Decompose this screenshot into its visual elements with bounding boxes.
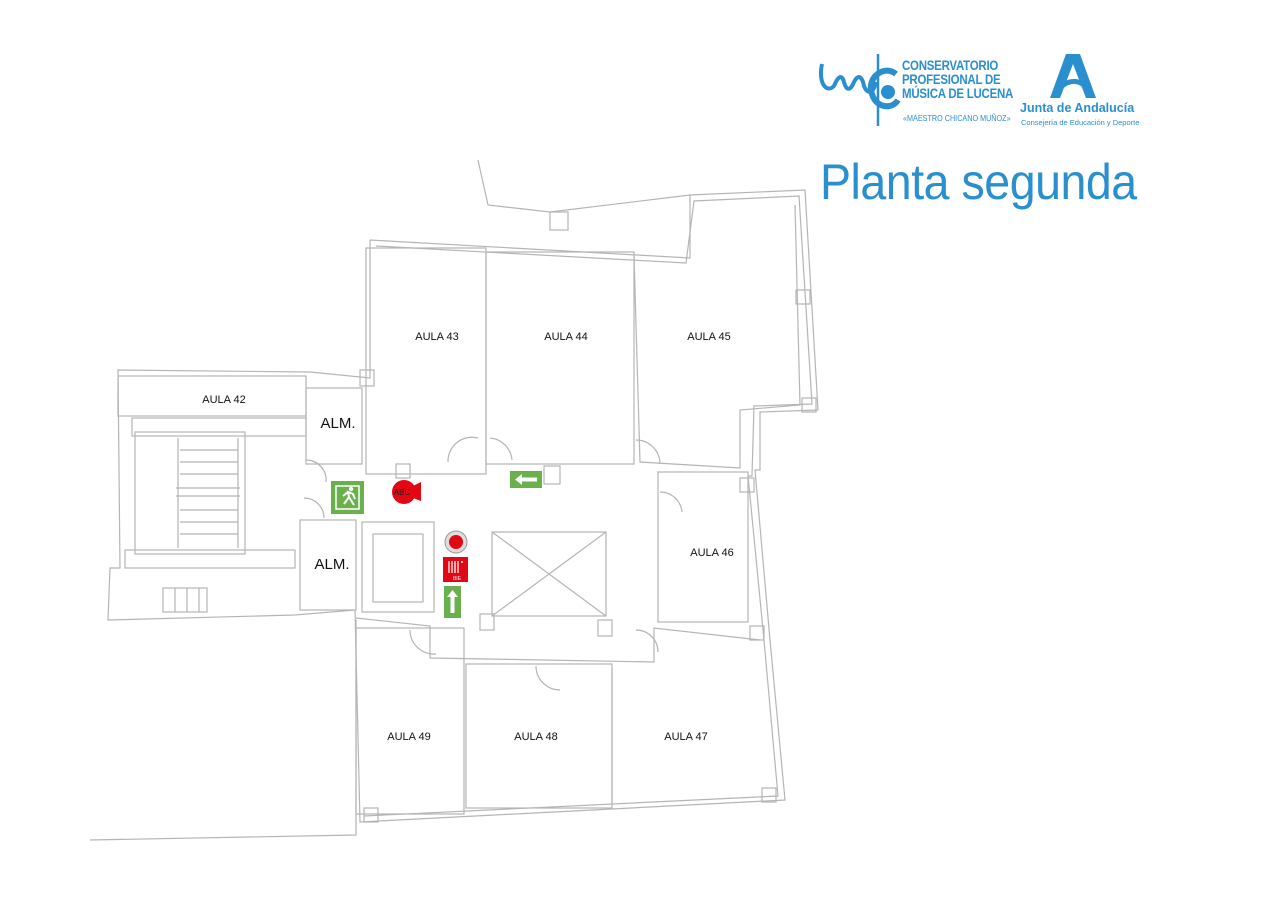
fire-extinguisher-icon: ABC [392, 480, 421, 504]
conservatorio-logo-mark [819, 54, 901, 126]
junta-andalucia-logo-icon [1050, 54, 1096, 98]
room-label-alm-lower: ALM. [314, 556, 349, 573]
conservatorio-subtitle: «MAESTRO CHICANO MUÑOZ» [903, 113, 1011, 123]
page-title: Planta segunda [820, 154, 1137, 210]
room-label-alm-upper: ALM. [320, 415, 355, 432]
room-label-aula-43: AULA 43 [415, 331, 458, 343]
room-label-aula-45: AULA 45 [687, 331, 730, 343]
staircase [162, 438, 240, 613]
room-label-aula-46: AULA 46 [690, 547, 733, 559]
fire-hose-icon: BIE [443, 557, 468, 582]
extinguisher-label: ABC [394, 488, 411, 497]
room-label-aula-44: AULA 44 [544, 331, 587, 343]
junta-subtitle: Consejería de Educación y Deporte [1021, 118, 1140, 127]
room-label-aula-47: AULA 47 [664, 731, 707, 743]
room-label-aula-42: AULA 42 [202, 394, 245, 406]
walls [89, 159, 819, 841]
conservatorio-name: CONSERVATORIO PROFESIONAL DE MÚSICA DE L… [902, 57, 1014, 101]
junta-name: Junta de Andalucía [1020, 101, 1135, 115]
room-label-aula-48: AULA 48 [514, 731, 557, 743]
emergency-exit-icon [331, 481, 364, 514]
fire-alarm-button-icon [444, 530, 468, 554]
arrow-left-icon [510, 471, 542, 488]
hose-cabinet-label: BIE [453, 576, 462, 582]
room-label-aula-49: AULA 49 [387, 731, 430, 743]
arrow-up-icon [444, 586, 461, 618]
